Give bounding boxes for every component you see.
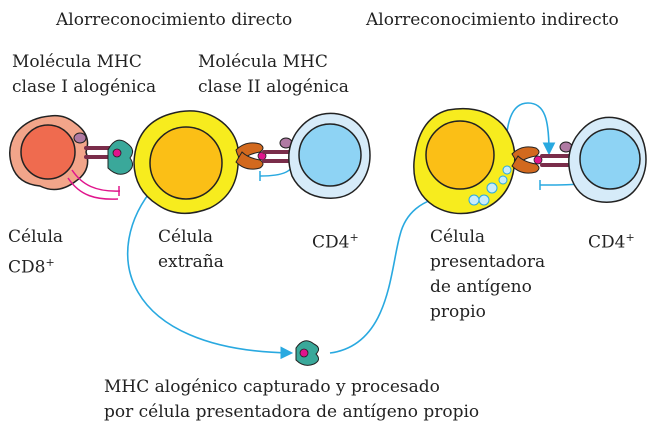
mhc-class2-label-line1: Molécula MHC [198, 52, 328, 72]
mhc-class1-label-line2: clase I alogénica [12, 77, 157, 97]
mhc-class1-molecule [107, 139, 134, 175]
cd8-label-line1: Célula [8, 227, 64, 247]
cd4-left-nucleus [298, 123, 362, 187]
apc-cell [413, 107, 516, 215]
foreign-cell-label-line1: Célula [158, 227, 214, 247]
header-direct: Alorreconocimiento directo [56, 10, 293, 30]
foreign-cell [133, 110, 240, 214]
presentation-arrow [329, 190, 456, 354]
caption-line2: por célula presentadora de antígeno prop… [104, 402, 480, 422]
foreign-nucleus [149, 126, 223, 200]
cd4-right-nucleus [579, 128, 641, 190]
cd8-label-line2: CD8+ [8, 256, 55, 278]
foreign-cell-label-line2: extraña [158, 252, 224, 272]
cd4-cell-right [568, 116, 647, 203]
cd8-nucleus [20, 124, 76, 180]
cd4-left-label: CD4+ [312, 231, 359, 253]
cd8-signal-arrow [71, 169, 121, 192]
mhc-class2-molecule [235, 142, 267, 170]
apc-label-line4: propio [430, 302, 486, 322]
mhc-class1-label-line1: Molécula MHC [12, 52, 142, 72]
apc-label-line2: presentadora [430, 252, 546, 272]
captured-mhc-molecule [295, 340, 320, 366]
cd4-right-label: CD4+ [588, 231, 635, 253]
cd8-cell [9, 114, 89, 191]
capture-arrow [126, 185, 294, 360]
apc-mhc-class2-molecule [511, 146, 543, 174]
cd4-cell-left [288, 112, 371, 199]
apc-nucleus [425, 120, 495, 190]
caption-line1: MHC alogénico capturado y procesado [104, 377, 440, 397]
header-indirect: Alorreconocimiento indirecto [366, 10, 619, 30]
mhc-class2-label-line2: clase II alogénica [198, 77, 349, 97]
apc-label-line3: de antígeno [430, 277, 532, 297]
apc-label-line1: Célula [430, 227, 486, 247]
